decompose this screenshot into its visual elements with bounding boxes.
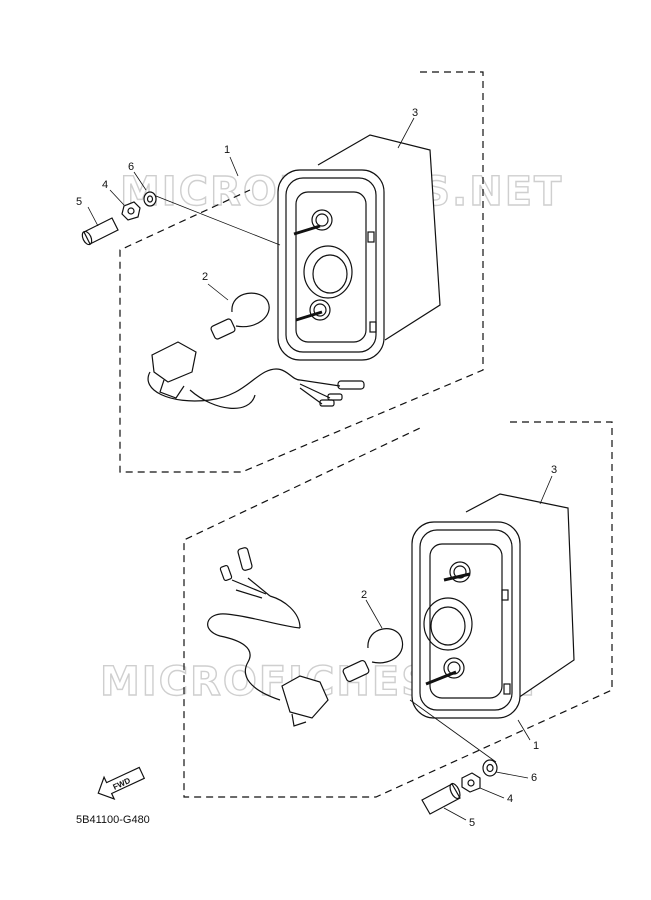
top-collar bbox=[81, 217, 119, 246]
top-bulb bbox=[210, 292, 270, 340]
diagram-code: 5B41100-G480 bbox=[76, 814, 150, 826]
top-washer bbox=[143, 191, 157, 207]
bottom-callout-2: 2 bbox=[361, 589, 367, 601]
bottom-assembly-boundary bbox=[183, 421, 613, 798]
top-callout-6: 6 bbox=[128, 161, 134, 173]
bottom-callout-leaders bbox=[365, 475, 553, 821]
bottom-callout-4: 4 bbox=[507, 793, 513, 805]
top-lamp-housing bbox=[277, 134, 441, 361]
top-callout-4: 4 bbox=[102, 179, 108, 191]
bottom-collar bbox=[421, 782, 461, 815]
bottom-nut bbox=[461, 772, 481, 793]
bottom-assembly bbox=[183, 421, 613, 815]
top-assembly bbox=[81, 71, 484, 473]
top-callout-2: 2 bbox=[202, 271, 208, 283]
bottom-socket-harness bbox=[207, 547, 329, 727]
top-callout-5: 5 bbox=[76, 196, 82, 208]
top-assembly-boundary bbox=[119, 71, 484, 473]
bottom-callout-5: 5 bbox=[469, 817, 475, 829]
top-callout-leaders bbox=[87, 117, 415, 301]
bottom-washer bbox=[482, 759, 498, 777]
bottom-callout-3: 3 bbox=[551, 464, 557, 476]
top-nut bbox=[121, 201, 141, 221]
bottom-callout-6: 6 bbox=[531, 772, 537, 784]
bottom-lamp-housing bbox=[411, 493, 575, 719]
top-callout-1: 1 bbox=[224, 144, 230, 156]
fwd-arrow: FWD bbox=[97, 766, 146, 801]
bottom-bulb bbox=[342, 628, 404, 683]
top-callout-3: 3 bbox=[412, 107, 418, 119]
bottom-callout-1: 1 bbox=[533, 740, 539, 752]
top-socket-harness bbox=[147, 341, 365, 409]
